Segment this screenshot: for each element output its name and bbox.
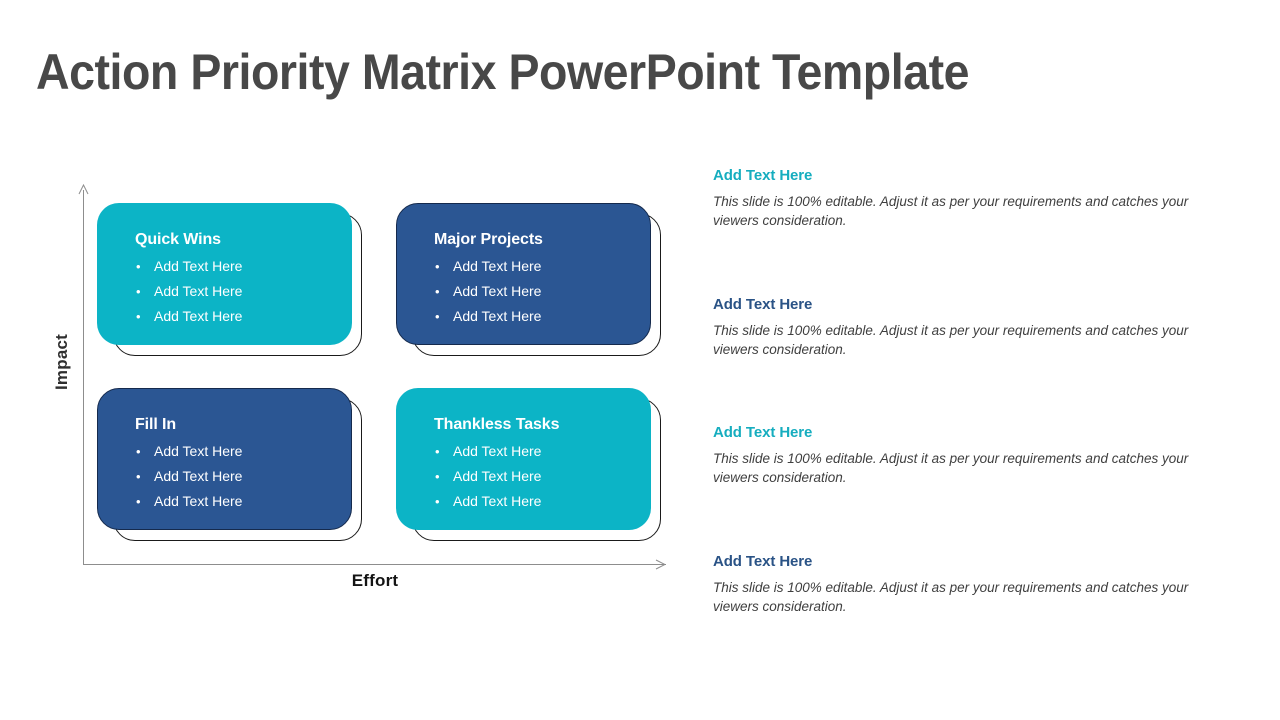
bullet-icon: • (435, 469, 440, 484)
quadrant-content: Quick Wins • Add Text Here • Add Text Here… (135, 231, 362, 329)
text-block[interactable]: Add Text Here This slide is 100% editabl… (713, 553, 1228, 616)
y-axis-line (83, 190, 84, 565)
list-item-label: Add Text Here (154, 283, 243, 299)
text-block-body: This slide is 100% editable. Adjust it a… (713, 194, 1189, 228)
list-item[interactable]: • Add Text Here (434, 464, 661, 489)
x-axis-line (83, 564, 666, 565)
list-item[interactable]: • Add Text Here (135, 464, 362, 489)
quadrant-bullet-list: • Add Text Here • Add Text Here • Add Text … (434, 254, 661, 329)
list-item-label: Add Text Here (453, 493, 542, 509)
bullet-icon: • (136, 309, 141, 324)
text-block-heading: Add Text Here (713, 296, 813, 313)
list-item[interactable]: • Add Text Here (434, 279, 661, 304)
bullet-icon: • (136, 469, 141, 484)
y-axis-arrow-icon (78, 184, 89, 195)
quadrant-fill-shape (97, 203, 352, 345)
list-item-label: Add Text Here (453, 308, 542, 324)
quadrant-bullet-list: • Add Text Here • Add Text Here • Add Text … (135, 254, 362, 329)
list-item[interactable]: • Add Text Here (135, 254, 362, 279)
list-item[interactable]: • Add Text Here (434, 439, 661, 464)
text-block-heading: Add Text Here (713, 553, 813, 570)
page-title: Action Priority Matrix PowerPoint Templa… (36, 44, 970, 100)
list-item-label: Add Text Here (154, 258, 243, 274)
text-block-body: This slide is 100% editable. Adjust it a… (713, 451, 1189, 485)
text-block-heading: Add Text Here (713, 167, 813, 184)
list-item-label: Add Text Here (453, 468, 542, 484)
bullet-icon: • (136, 494, 141, 509)
text-block[interactable]: Add Text Here This slide is 100% editabl… (713, 296, 1228, 359)
bullet-icon: • (136, 284, 141, 299)
y-axis-label: Impact (52, 334, 71, 390)
list-item[interactable]: • Add Text Here (434, 304, 661, 329)
bullet-icon: • (435, 444, 440, 459)
quadrant-major-projects[interactable]: Major Projects • Add Text Here • Add Text … (396, 203, 667, 358)
quadrant-fill-shape (396, 388, 651, 530)
quadrant-heading: Fill In (135, 416, 177, 433)
list-item[interactable]: • Add Text Here (135, 489, 362, 514)
list-item[interactable]: • Add Text Here (135, 439, 362, 464)
list-item-label: Add Text Here (453, 443, 542, 459)
bullet-icon: • (435, 259, 440, 274)
text-block-body: This slide is 100% editable. Adjust it a… (713, 323, 1189, 357)
quadrant-content: Thankless Tasks • Add Text Here • Add Text… (434, 416, 661, 514)
list-item[interactable]: • Add Text Here (434, 254, 661, 279)
quadrant-fill-in[interactable]: Fill In • Add Text Here • Add Text Here • A… (97, 388, 368, 543)
quadrant-quick-wins[interactable]: Quick Wins • Add Text Here • Add Text Here… (97, 203, 368, 358)
bullet-icon: • (136, 444, 141, 459)
action-priority-matrix: Impact Effort Quick Wins • Add Text Here … (0, 0, 700, 620)
quadrant-bullet-list: • Add Text Here • Add Text Here • Add Text … (434, 439, 661, 514)
quadrant-heading: Thankless Tasks (434, 416, 560, 433)
list-item-label: Add Text Here (154, 493, 243, 509)
quadrant-heading: Major Projects (434, 231, 543, 248)
text-block[interactable]: Add Text Here This slide is 100% editabl… (713, 167, 1228, 230)
bullet-icon: • (435, 284, 440, 299)
list-item-label: Add Text Here (154, 308, 243, 324)
quadrant-content: Major Projects • Add Text Here • Add Text … (434, 231, 661, 329)
bullet-icon: • (435, 309, 440, 324)
list-item-label: Add Text Here (453, 258, 542, 274)
text-block[interactable]: Add Text Here This slide is 100% editabl… (713, 424, 1228, 487)
list-item[interactable]: • Add Text Here (434, 489, 661, 514)
quadrant-bullet-list: • Add Text Here • Add Text Here • Add Text … (135, 439, 362, 514)
quadrant-thankless-tasks[interactable]: Thankless Tasks • Add Text Here • Add Text… (396, 388, 667, 543)
x-axis-arrow-icon (655, 559, 666, 570)
list-item[interactable]: • Add Text Here (135, 304, 362, 329)
quadrant-content: Fill In • Add Text Here • Add Text Here • A… (135, 416, 362, 514)
list-item-label: Add Text Here (453, 283, 542, 299)
bullet-icon: • (435, 494, 440, 509)
quadrant-fill-shape (97, 388, 352, 530)
list-item[interactable]: • Add Text Here (135, 279, 362, 304)
quadrant-heading: Quick Wins (135, 231, 221, 248)
bullet-icon: • (136, 259, 141, 274)
quadrant-fill-shape (396, 203, 651, 345)
list-item-label: Add Text Here (154, 443, 243, 459)
list-item-label: Add Text Here (154, 468, 243, 484)
x-axis-label: Effort (351, 571, 399, 590)
text-block-heading: Add Text Here (713, 424, 813, 441)
text-block-body: This slide is 100% editable. Adjust it a… (713, 580, 1189, 614)
